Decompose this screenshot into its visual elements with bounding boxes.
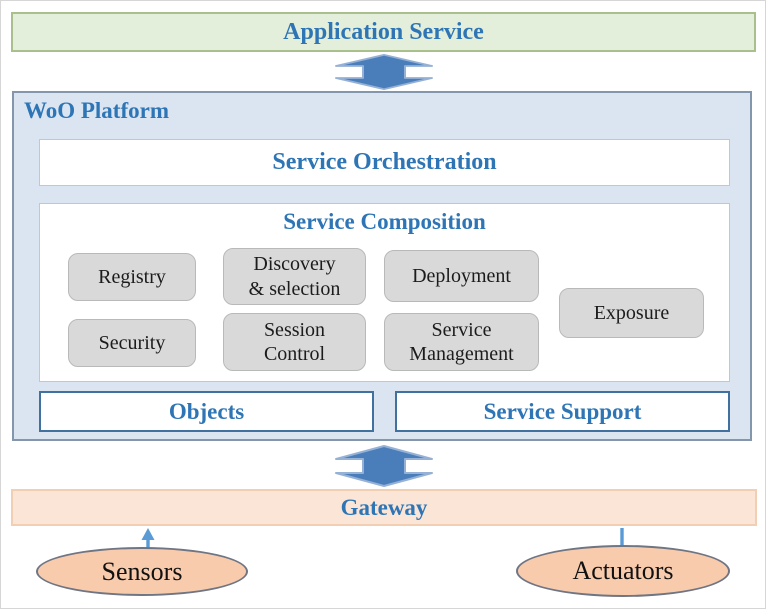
service-composition-title: Service Composition bbox=[283, 209, 486, 234]
module-security: Security bbox=[68, 319, 196, 367]
gateway-label: Gateway bbox=[340, 494, 428, 520]
application-service-label: Application Service bbox=[283, 18, 484, 45]
objects-label: Objects bbox=[168, 398, 245, 424]
module-exposure: Exposure bbox=[559, 288, 704, 338]
module-service-management: Service Management bbox=[384, 313, 539, 371]
sensors-ellipse: Sensors bbox=[36, 547, 248, 596]
service-orchestration-box: Service Orchestration bbox=[39, 139, 730, 186]
actuators-label: Actuators bbox=[572, 556, 674, 585]
service-support-box: Service Support bbox=[395, 391, 730, 432]
actuators-ellipse: Actuators bbox=[516, 545, 730, 597]
updown-arrow-icon bbox=[334, 445, 434, 487]
module-session-control: Session Control bbox=[223, 313, 366, 371]
sensors-label: Sensors bbox=[101, 556, 183, 586]
module-deployment: Deployment bbox=[384, 250, 539, 302]
updown-arrow-icon bbox=[334, 54, 434, 90]
module-registry: Registry bbox=[68, 253, 196, 301]
woo-platform-label: WoO Platform bbox=[24, 98, 169, 123]
module-discovery-selection: Discovery & selection bbox=[223, 248, 366, 305]
application-service-box: Application Service bbox=[11, 12, 756, 52]
gateway-box: Gateway bbox=[11, 489, 757, 526]
service-support-label: Service Support bbox=[483, 398, 642, 424]
objects-box: Objects bbox=[39, 391, 374, 432]
service-orchestration-label: Service Orchestration bbox=[272, 149, 497, 175]
